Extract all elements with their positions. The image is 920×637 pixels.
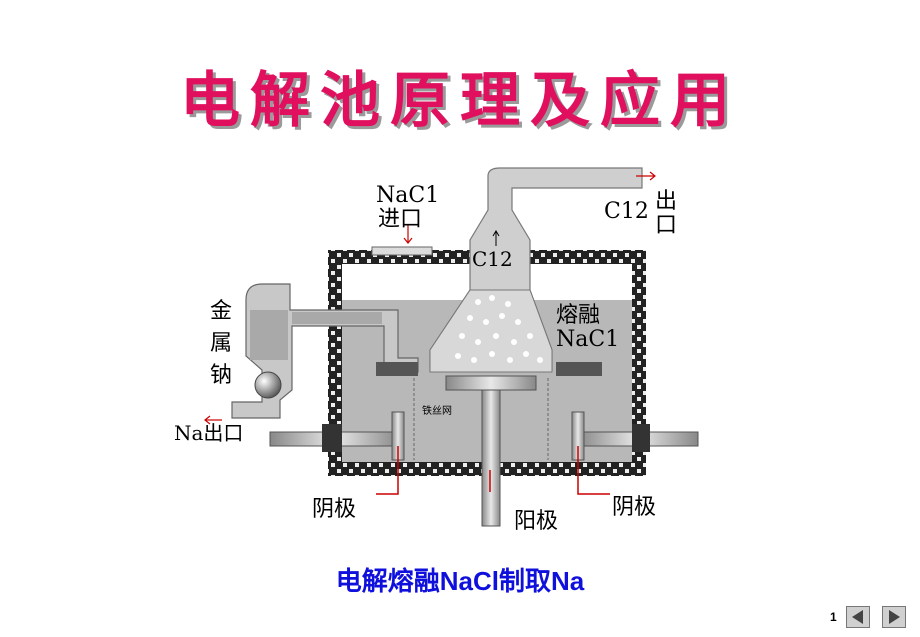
nacl-inlet-plate: [371, 246, 433, 256]
diagram-caption: 电解熔融NaCl制取Na: [335, 566, 585, 596]
slide-title: 电解池原理及应用: [180, 66, 740, 136]
cl2-outlet-label-2: 口: [655, 213, 677, 238]
prev-slide-button[interactable]: [846, 606, 870, 628]
anode-label: 阳极: [514, 509, 558, 534]
metal-sodium-label-3: 钠: [210, 363, 232, 388]
triangle-left-icon: [852, 610, 863, 624]
molten-nacl-label-1: 熔融: [556, 303, 600, 328]
sodium-pipe: [231, 283, 419, 419]
page-number: 1: [830, 610, 837, 624]
triangle-right-icon: [889, 610, 900, 624]
iron-mesh-label: 铁丝网: [422, 404, 452, 417]
metal-sodium-label-1: 金: [210, 299, 232, 324]
nacl-inlet-label-1: NaC1: [376, 183, 439, 208]
chlorine-bubbles: [455, 295, 543, 363]
iron-mesh: [413, 378, 549, 460]
cathode-left-label: 阴极: [312, 497, 356, 522]
cathode-block-right: [556, 362, 602, 376]
nacl-inlet-label-2: 进口: [378, 207, 422, 232]
metal-sodium-label-2: 属: [210, 331, 232, 356]
na-outlet-label: Na出口: [174, 421, 243, 445]
cl2-outlet-label-1: 出: [655, 189, 677, 214]
cathode-block-left: [376, 362, 418, 376]
next-slide-button[interactable]: [882, 606, 906, 628]
valve-ball: [254, 371, 282, 399]
cl2-rising-label: C12: [472, 247, 513, 271]
cathode-right-label: 阴极: [612, 495, 656, 520]
anode-rod: [445, 375, 537, 527]
molten-nacl-label-2: NaC1: [556, 327, 619, 352]
cl2-outlet-gas-label: C12: [604, 199, 649, 224]
flow-arrows: [204, 171, 656, 425]
leader-lines: [376, 446, 610, 495]
